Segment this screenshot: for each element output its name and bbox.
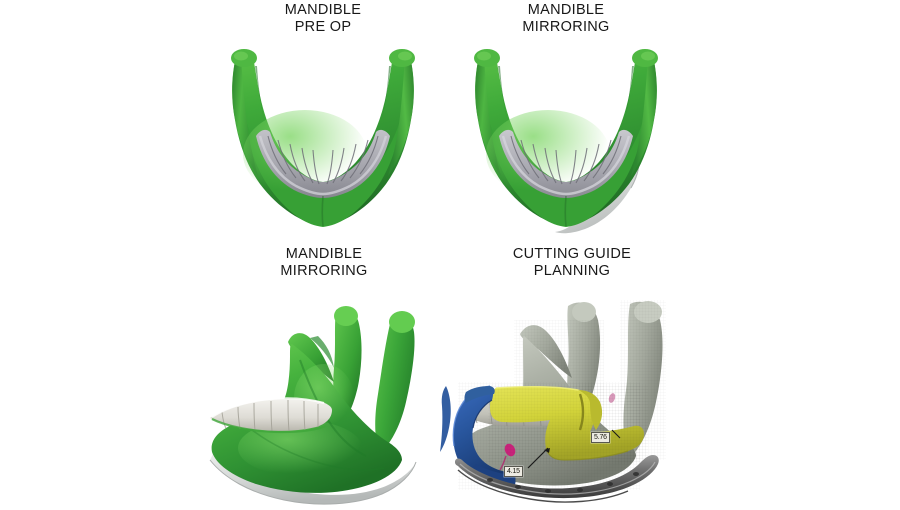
posterior-condyle: [389, 311, 415, 333]
render-viewport-mirroring-top: [443, 44, 689, 244]
measurement-value: 4.15: [507, 468, 520, 475]
panel-caption-mirroring-top: MANDIBLE MIRRORING: [443, 2, 689, 36]
panel-mandible-pre-op: MANDIBLE PRE OP: [200, 2, 446, 237]
sigmoid-notch: [310, 336, 334, 368]
left-condyle-highlight: [234, 51, 248, 61]
mirrored-overlay-outline: [209, 459, 417, 505]
oblique-ridge: [299, 359, 367, 457]
panel-caption-pre-op: MANDIBLE PRE OP: [200, 2, 446, 36]
caption-line-2: MIRRORING: [280, 263, 368, 279]
plate-screw-holes: [487, 472, 639, 493]
right-condyle-highlight: [398, 51, 412, 61]
caption-line-1: MANDIBLE: [527, 2, 605, 18]
osteotomy-slot-posterior: [578, 393, 585, 431]
panel-caption-cutting-guide: CUTTING GUIDE PLANNING: [444, 246, 700, 280]
blue-cutting-guide: [452, 385, 516, 489]
caption-line-2: PLANNING: [533, 263, 611, 279]
plate-body: [455, 455, 659, 499]
incisal-edge-highlight: [211, 397, 325, 418]
blue-guide-inner-edge: [472, 399, 493, 429]
anterior-measure-arrow: [544, 448, 550, 453]
render-viewport-cutting-guide: 4.15 5.76: [444, 290, 700, 510]
mandible-mirroring-render: [474, 49, 658, 234]
mandible-right-ramus: [388, 56, 414, 176]
dental-arch-teeth: [256, 129, 390, 198]
caption-line-2: MIRRORING: [522, 19, 610, 35]
mirrored-overlay-inferior: [210, 448, 416, 505]
mandible-right-ramus: [631, 56, 657, 176]
mandible-inferior-body: [244, 114, 402, 227]
anterior-condyle: [334, 306, 358, 326]
inferior-border-shading: [251, 429, 385, 471]
anterior-condyle: [572, 302, 596, 322]
posterior-ramus: [375, 314, 415, 454]
dental-row-lateral: [210, 397, 332, 434]
panel-mandible-mirroring-lateral: MANDIBLE MIRRORING: [196, 246, 452, 505]
caption-line-2: PRE OP: [294, 19, 352, 35]
caption-line-1: CUTTING GUIDE: [512, 246, 632, 262]
plate-bottom-shadow: [457, 469, 629, 503]
panel-mandible-mirroring-top: MANDIBLE MIRRORING: [443, 2, 689, 237]
measurement-tag-posterior-osteotomy[interactable]: 5.76: [591, 432, 610, 443]
dental-arch-teeth: [499, 129, 633, 198]
caption-line-1: MANDIBLE: [284, 2, 362, 18]
right-condyle-highlight: [641, 51, 655, 61]
occlusal-highlight: [501, 135, 631, 196]
blue-guide-body: [453, 386, 516, 489]
right-ramus-shadow: [625, 66, 634, 118]
cutting-guide-render: [452, 300, 666, 503]
yellow-guide-flange: [578, 390, 603, 430]
mandible-pre-op-render: [231, 49, 415, 227]
body-specular-highlight: [238, 420, 362, 476]
adjacent-panel-blue-sliver: [440, 386, 451, 452]
measurement-value: 5.76: [594, 434, 607, 441]
left-ramus-shadow: [255, 66, 264, 118]
alveolar-crest-line: [211, 418, 327, 434]
yellow-guide-texture: [488, 384, 648, 464]
render-viewport-mirroring-lateral: [196, 290, 452, 510]
reconstruction-plate: [455, 455, 659, 503]
mandible-inferior-body: [487, 114, 645, 227]
left-ramus-shadow: [498, 66, 507, 118]
blue-guide-occlusal-bar: [464, 386, 495, 403]
blue-guide-inferior-flange: [472, 464, 516, 486]
right-ramus-shadow: [382, 66, 391, 118]
symphysis-ridge: [564, 195, 567, 227]
occlusal-highlight: [258, 135, 388, 196]
yellow-cutting-guide: [488, 384, 648, 464]
left-condyle-highlight: [477, 51, 491, 61]
measurement-tag-anterior-osteotomy[interactable]: 4.15: [504, 466, 523, 477]
caption-line-1: MANDIBLE: [285, 246, 363, 262]
symphysis-ridge: [321, 195, 324, 227]
mandible-left-ramus: [475, 56, 501, 176]
posterior-measure-leader: [611, 429, 621, 439]
panel-cutting-guide-planning: CUTTING GUIDE PLANNING: [444, 246, 700, 504]
render-viewport-pre-op: [200, 44, 446, 244]
yellow-guide-bottom-edge: [545, 447, 629, 461]
mandible-left-ramus: [232, 56, 258, 176]
mandible-lateral-render: [209, 306, 451, 505]
panel-caption-mirroring-lateral: MANDIBLE MIRRORING: [196, 246, 452, 280]
